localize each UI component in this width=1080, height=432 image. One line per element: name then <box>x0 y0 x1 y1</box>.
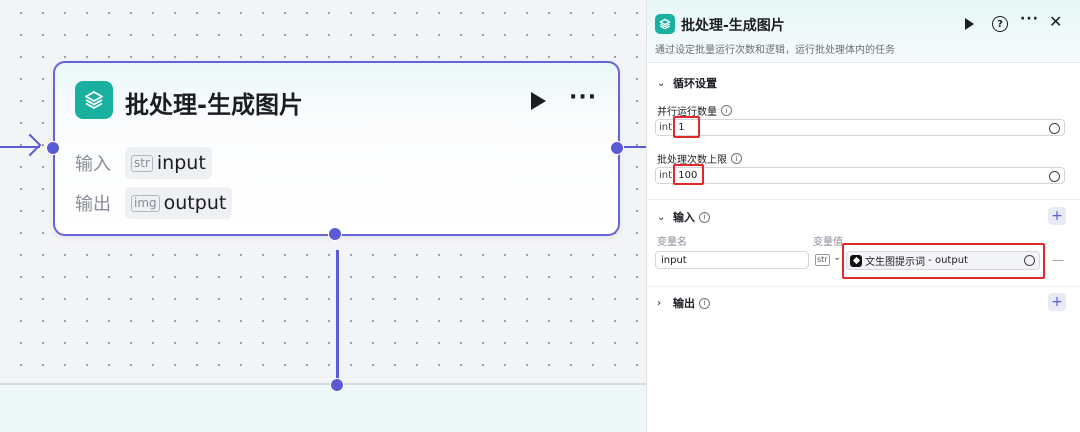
node-run-play-icon[interactable] <box>531 92 546 110</box>
chevron-right-icon: › <box>657 297 662 309</box>
play-icon[interactable] <box>965 18 974 30</box>
parallel-count-input[interactable]: int. 1 <box>655 119 1065 136</box>
batch-body-port[interactable] <box>330 378 344 392</box>
workflow-canvas[interactable]: 批处理-生成图片 ··· 输入 str input 输出 img output <box>0 0 646 432</box>
output-section-title: 输出 <box>673 297 695 310</box>
str-type-icon[interactable]: str <box>815 254 830 266</box>
chevron-down-icon: ⌄ <box>657 77 666 89</box>
node-output-chip: img output <box>125 187 233 219</box>
info-icon[interactable]: i <box>699 297 710 309</box>
max-count-value: 100 <box>678 170 698 181</box>
batch-body-area <box>0 383 646 432</box>
reference-source: 文生图提示词 <box>865 257 925 268</box>
chevron-down-icon[interactable]: ⌄ <box>833 252 842 263</box>
node-more-icon[interactable]: ··· <box>569 85 598 110</box>
str-type-icon: str <box>131 154 153 172</box>
input-section-header[interactable]: ⌄ 输入 i <box>657 209 710 225</box>
batch-layers-icon <box>655 14 675 34</box>
node-input-name: input <box>156 152 206 174</box>
node-input-label: 输入 <box>75 154 111 175</box>
add-output-button[interactable]: + <box>1048 293 1066 311</box>
loop-section-header[interactable]: ⌄ 循环设置 <box>657 75 717 91</box>
panel-header: 批处理-生成图片 ? ··· ✕ 通过设定批量运行次数和逻辑，运行批处理体内的任… <box>647 0 1080 63</box>
parallel-type-prefix: int. <box>659 122 676 133</box>
parallel-count-value: 1 <box>678 122 685 133</box>
node-settings-panel: 批处理-生成图片 ? ··· ✕ 通过设定批量运行次数和逻辑，运行批处理体内的任… <box>646 0 1080 432</box>
max-type-prefix: int. <box>659 170 676 181</box>
plus-icon: + <box>1051 208 1063 224</box>
node-input-chip: str input <box>125 147 212 179</box>
close-icon[interactable]: ✕ <box>1049 12 1063 31</box>
node-output-row: 输出 img output <box>75 187 233 219</box>
plus-icon: + <box>1051 294 1063 310</box>
help-icon[interactable]: ? <box>992 16 1008 32</box>
reference-toggle-icon[interactable] <box>1049 171 1060 182</box>
panel-title: 批处理-生成图片 <box>681 18 785 34</box>
info-icon[interactable]: i <box>699 211 710 223</box>
panel-description: 通过设定批量运行次数和逻辑，运行批处理体内的任务 <box>655 45 895 56</box>
max-label-row: 批处理次数上限 i <box>657 151 742 166</box>
reference-toggle-icon[interactable] <box>1024 255 1035 266</box>
variable-name-input[interactable]: input <box>655 251 809 269</box>
source-node-icon <box>850 254 862 267</box>
parallel-label: 并行运行数量 <box>657 107 717 118</box>
info-icon[interactable]: i <box>731 153 742 164</box>
node-output-name: output <box>163 192 227 214</box>
max-count-input[interactable]: int. 100 <box>655 167 1065 184</box>
max-label: 批处理次数上限 <box>657 155 727 166</box>
divider <box>647 199 1080 200</box>
node-output-port[interactable] <box>610 141 624 155</box>
node-input-port[interactable] <box>46 141 60 155</box>
divider <box>647 286 1080 287</box>
batch-node[interactable]: 批处理-生成图片 ··· 输入 str input 输出 img output <box>53 61 620 236</box>
incoming-edge[interactable] <box>0 146 40 148</box>
highlight-box <box>673 116 700 138</box>
node-input-row: 输入 str input <box>75 147 212 179</box>
node-output-label: 输出 <box>75 194 111 215</box>
more-icon[interactable]: ··· <box>1020 11 1039 27</box>
node-body-port[interactable] <box>328 227 342 241</box>
node-title: 批处理-生成图片 <box>125 91 303 119</box>
batch-layers-icon <box>75 81 113 119</box>
highlight-box <box>673 164 704 185</box>
col-variable-value: 变量值 <box>813 237 843 248</box>
reference-separator: - <box>925 255 935 266</box>
parallel-label-row: 并行运行数量 i <box>657 103 732 118</box>
outgoing-edge[interactable] <box>620 146 646 148</box>
reference-toggle-icon[interactable] <box>1049 123 1060 134</box>
chevron-down-icon: ⌄ <box>657 211 666 223</box>
incoming-edge-arrow-icon <box>18 133 42 157</box>
image-type-icon: img <box>131 194 160 212</box>
col-variable-name: 变量名 <box>657 237 687 248</box>
reference-field: output <box>934 255 968 266</box>
highlight-box <box>842 243 1045 279</box>
info-icon[interactable]: i <box>721 105 732 116</box>
output-section-header[interactable]: › 输出 i <box>657 295 710 311</box>
remove-row-icon[interactable]: — <box>1052 253 1064 267</box>
batch-body-edge[interactable] <box>336 250 339 384</box>
variable-name-value: input <box>661 254 687 266</box>
variable-reference-select[interactable]: 文生图提示词 - output <box>846 251 1040 270</box>
add-input-button[interactable]: + <box>1048 207 1066 225</box>
loop-section-title: 循环设置 <box>673 77 717 90</box>
input-section-title: 输入 <box>673 211 695 224</box>
